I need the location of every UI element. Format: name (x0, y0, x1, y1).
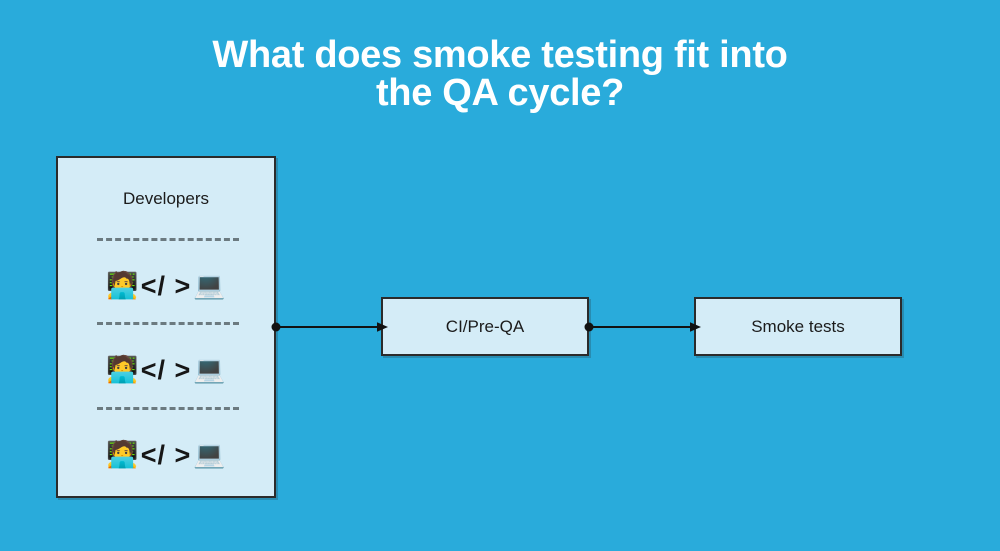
developers-box-title: Developers (123, 189, 209, 208)
technologist-icon: 🧑‍💻 (106, 271, 139, 301)
smoke-tests-label: Smoke tests (751, 316, 845, 336)
ci-pre-qa-label: CI/Pre-QA (445, 316, 525, 336)
code-tag-label: </ > (140, 271, 192, 301)
edge-developers-to-ci (270, 320, 388, 334)
smoke-tests-box[interactable]: Smoke tests (694, 297, 902, 356)
developer-separator-3 (97, 407, 239, 410)
developer-row-2: 🧑‍💻</ >💻 (58, 350, 274, 390)
laptop-icon: 💻 (193, 271, 226, 301)
code-tag-label: </ > (140, 440, 192, 470)
page-title: What does smoke testing fit into the QA … (0, 36, 1000, 112)
developer-separator-1 (97, 238, 239, 241)
code-tag-label: </ > (140, 355, 192, 385)
edge-ci-to-smoke-tests (583, 320, 701, 334)
page-title-line-2: the QA cycle? (375, 72, 625, 114)
technologist-icon: 🧑‍💻 (106, 440, 139, 470)
laptop-icon: 💻 (193, 440, 226, 470)
developers-box[interactable]: Developers 🧑‍💻</ >💻 🧑‍💻</ >💻 🧑‍💻</ >💻 (56, 156, 276, 498)
technologist-icon: 🧑‍💻 (106, 355, 139, 385)
page-title-line-1: What does smoke testing fit into (212, 34, 788, 76)
ci-pre-qa-label-wrap: CI/Pre-QA (383, 299, 587, 354)
developer-row-1: 🧑‍💻</ >💻 (58, 266, 274, 306)
ci-pre-qa-box[interactable]: CI/Pre-QA (381, 297, 589, 356)
developer-separator-2 (97, 322, 239, 325)
laptop-icon: 💻 (193, 355, 226, 385)
smoke-tests-label-wrap: Smoke tests (696, 299, 900, 354)
developer-row-3: 🧑‍💻</ >💻 (58, 435, 274, 475)
